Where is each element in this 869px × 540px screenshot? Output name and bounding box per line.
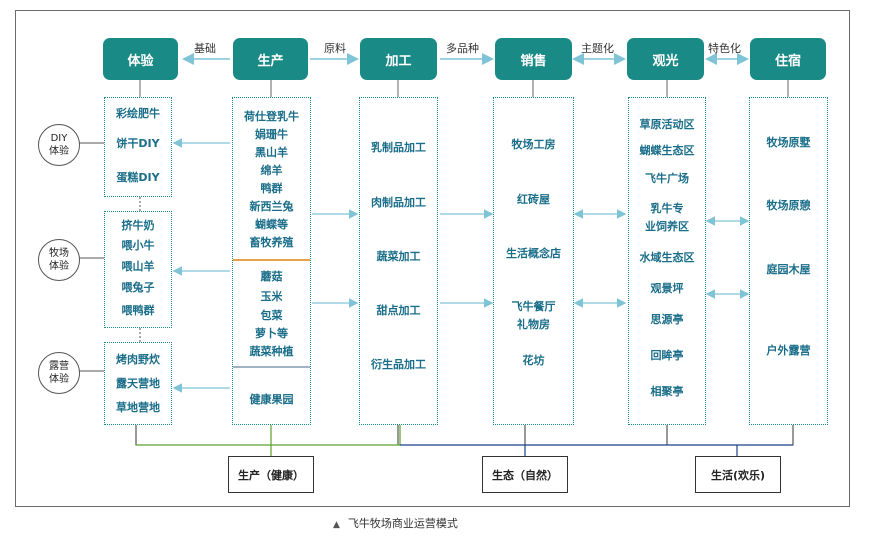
list-item: 玉米 — [260, 290, 283, 303]
list-item: 黑山羊 — [255, 146, 288, 159]
list-item: 草原活动区 — [639, 118, 695, 131]
edge-label-theme: 主题化 — [581, 42, 614, 55]
production-column: 荷仕登乳牛 娟珊牛 黑山羊 绵羊 鸭群 新西兰兔 蝴蝶等 畜牧养殖 蘑菇 玉米 … — [232, 97, 311, 425]
divider-animals-crops — [233, 259, 310, 261]
list-item: 肉制品加工 — [371, 196, 426, 209]
list-item: 鸭群 — [260, 182, 283, 195]
bottom-line-green — [136, 425, 401, 456]
list-item: 荷仕登乳牛 — [244, 110, 299, 123]
list-item: 蔬菜加工 — [376, 250, 421, 263]
list-item: 彩绘肥牛 — [116, 107, 160, 120]
stage-production: 生产 — [233, 38, 308, 80]
list-item: 庭园木屋 — [766, 263, 811, 276]
list-item: 蔬菜种植 — [249, 345, 294, 358]
list-item: 乳制品加工 — [371, 141, 426, 154]
edge-label-raw-material: 原料 — [324, 42, 346, 55]
stage-sales: 销售 — [495, 38, 572, 80]
list-item: 健康果园 — [249, 393, 294, 406]
experience-group-diy: 彩绘肥牛 饼干DIY 蛋糕DIY — [104, 97, 172, 197]
sales-column: 牧场工房 红砖屋 生活概念店 飞牛餐厅 礼物房 花坊 — [493, 97, 574, 425]
circle-ranch-experience: 牧场 体验 — [38, 239, 80, 281]
list-item: 观景坪 — [650, 282, 684, 295]
experience-group-ranch: 挤牛奶 喂小牛 喂山羊 喂兔子 喂鸭群 — [104, 211, 172, 328]
list-item: 蘑菇 — [260, 270, 283, 283]
list-item: 蝴蝶等 — [255, 218, 288, 231]
list-item: 露天营地 — [116, 377, 160, 390]
list-item: 红砖屋 — [517, 193, 550, 206]
list-item: 牧场原憩 — [766, 199, 811, 212]
list-item: 相聚亭 — [650, 385, 684, 398]
list-item: 牧场工房 — [511, 138, 556, 151]
list-item: 包菜 — [260, 309, 283, 322]
stage-experience: 体验 — [103, 38, 178, 80]
bottom-line-dark — [135, 425, 794, 446]
list-item: 思源亭 — [650, 313, 684, 326]
list-item: 新西兰兔 — [249, 200, 294, 213]
list-item: 萝卜等 — [255, 327, 288, 340]
pillar-ecology-nature: 生态（自然） — [482, 456, 568, 493]
list-item: 花坊 — [522, 354, 545, 367]
sightseeing-column: 草原活动区 蝴蝶生态区 飞牛广场 乳牛专 业饲养区 水域生态区 观景坪 思源亭 … — [628, 97, 706, 425]
figure-caption: ▲ 飞牛牧场商业运营模式 — [333, 515, 458, 531]
circle-camping-experience: 露营 体验 — [38, 352, 80, 394]
list-item: 喂兔子 — [121, 281, 155, 294]
diagram-frame — [15, 10, 850, 507]
bottom-line-blue — [400, 444, 793, 456]
list-item: 甜点加工 — [376, 304, 421, 317]
list-item: 飞牛广场 — [645, 172, 689, 185]
list-item: 水域生态区 — [639, 251, 695, 264]
triangle-icon: ▲ — [333, 520, 340, 530]
list-item: 喂小牛 — [121, 239, 155, 252]
list-item: 回眸亭 — [650, 349, 684, 362]
list-item: 蛋糕DIY — [116, 171, 160, 184]
list-item: 饼干DIY — [116, 137, 160, 150]
lodging-column: 牧场原墅 牧场原憩 庭园木屋 户外露营 — [749, 97, 828, 425]
list-item: 户外露营 — [766, 344, 811, 357]
list-item: 喂山羊 — [121, 260, 155, 273]
list-item: 烤肉野炊 — [116, 353, 160, 366]
list-item: 挤牛奶 — [121, 219, 155, 232]
divider-crops-orchard — [233, 366, 310, 368]
list-item: 绵羊 — [260, 164, 283, 177]
list-item: 蝴蝶生态区 — [639, 144, 695, 157]
list-item: 衍生品加工 — [371, 358, 426, 371]
stage-sightseeing: 观光 — [627, 38, 704, 80]
edge-label-variety: 多品种 — [446, 42, 479, 55]
list-item: 飞牛餐厅 礼物房 — [511, 300, 556, 331]
pillar-life-joy: 生活(欢乐) — [695, 456, 781, 493]
list-item: 草地营地 — [116, 401, 160, 414]
list-item: 喂鸭群 — [121, 304, 155, 317]
list-item: 牧场原墅 — [766, 136, 811, 149]
processing-column: 乳制品加工 肉制品加工 蔬菜加工 甜点加工 衍生品加工 — [359, 97, 438, 425]
experience-group-camping: 烤肉野炊 露天营地 草地营地 — [104, 342, 172, 425]
stage-lodging: 住宿 — [750, 38, 826, 80]
circle-diy-experience: DIY 体验 — [38, 124, 80, 166]
stage-processing: 加工 — [360, 38, 437, 80]
list-item: 畜牧养殖 — [249, 236, 294, 249]
edge-label-basis: 基础 — [194, 42, 216, 55]
edge-label-feature: 特色化 — [708, 42, 741, 55]
caption-text: 飞牛牧场商业运营模式 — [347, 517, 458, 530]
pillar-production-health: 生产（健康） — [228, 456, 314, 493]
list-item: 娟珊牛 — [255, 128, 288, 141]
list-item: 乳牛专 业饲养区 — [645, 202, 689, 233]
list-item: 生活概念店 — [506, 247, 561, 260]
